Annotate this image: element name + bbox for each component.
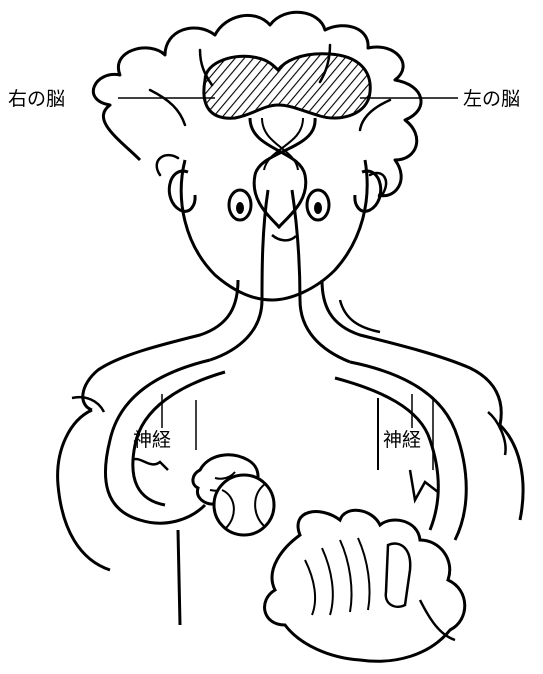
label-nerve-left: 神経 (133, 431, 171, 450)
nerve-mark-right (410, 470, 438, 500)
left-sleeve (58, 410, 110, 570)
nerve-column-right (292, 190, 350, 362)
nerve-mark-left (132, 459, 168, 470)
mouth (272, 235, 296, 240)
face-outline (181, 160, 367, 300)
label-nerve-right: 神経 (383, 431, 421, 450)
nerve-column-left (210, 190, 268, 360)
label-right-brain: 右の脳 (8, 90, 65, 109)
glove (265, 510, 465, 661)
label-left-brain: 左の脳 (463, 90, 520, 109)
torso-left (178, 530, 180, 625)
left-shoulder (83, 280, 238, 410)
brain (204, 54, 370, 118)
